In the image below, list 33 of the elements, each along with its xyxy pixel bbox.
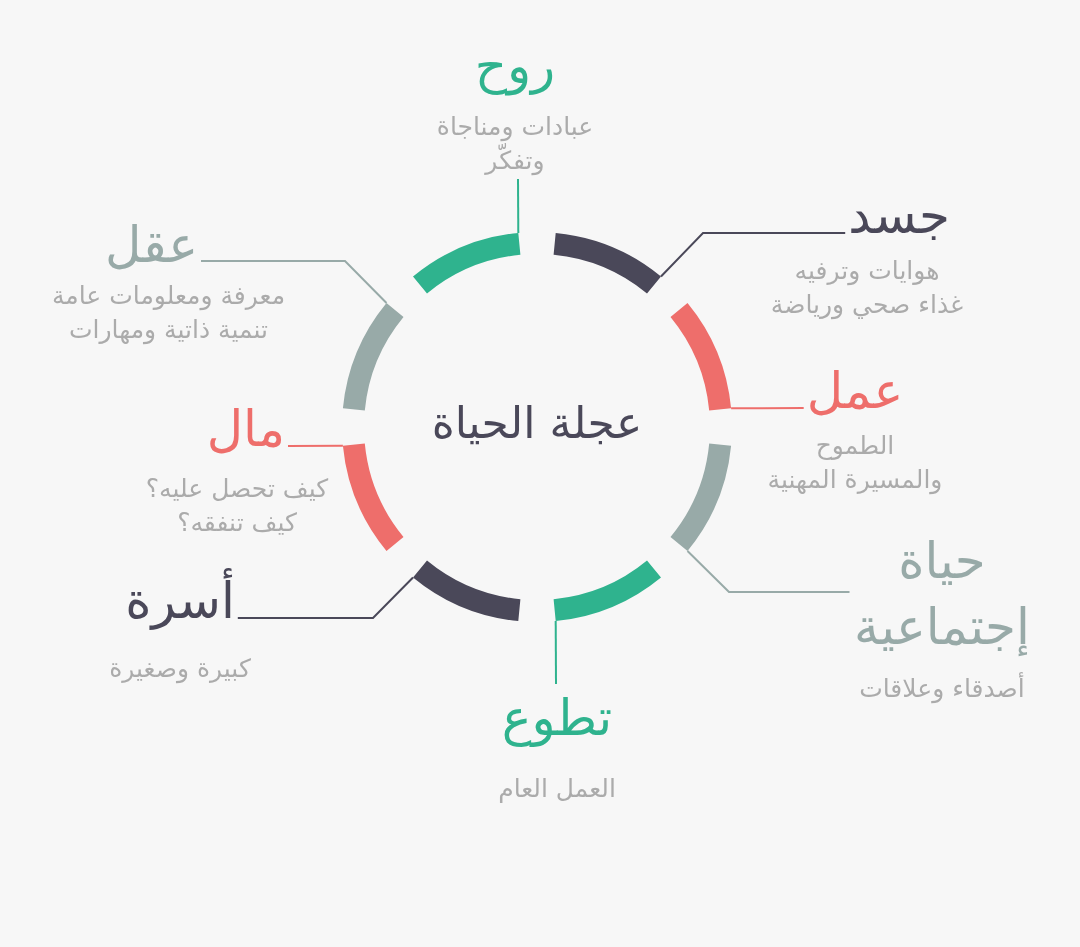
category-description: معرفة ومعلومات عامة تنمية ذاتية ومهارات [50,280,287,347]
ring-segment [670,303,732,411]
leader-line [686,550,851,593]
category-description: هوايات وترفيه غذاء صحي ورياضة [769,255,965,322]
category-heading: حياة إجتماعية [853,531,1031,658]
category-description: كيف تحصل عليه؟ كيف تنفقه؟ [144,473,330,539]
category-heading: جسد [848,186,950,247]
leader-line [236,576,414,619]
category-description: كبيرة وصغيرة [109,653,251,686]
category-heading: عقل [105,215,198,276]
leader-line [287,444,344,447]
category-description: أصدقاء وعلاقات [859,672,1025,706]
ring-segment [413,232,521,294]
diagram-title: عجلة الحياة [431,396,643,450]
ring-segment [413,560,521,622]
ring-segment [553,560,661,622]
ring-segment [342,443,404,551]
category-description: الطموح والمسيرة المهنية [766,430,944,497]
ring-segment [342,303,404,411]
leader-line [730,407,805,410]
category-description: عبادات ومناجاة وتفكّر [435,111,595,178]
leader-line [200,260,388,304]
category-description: العمل العام [498,773,616,805]
leader-line [660,232,847,278]
category-heading: مال [206,399,285,460]
leader-line [517,178,520,234]
category-heading: عمل [806,361,904,422]
ring-segment [670,443,732,551]
category-heading: تطوع [501,688,613,749]
category-heading: أسرة [125,568,235,634]
category-heading: روح [474,36,556,98]
ring-segment [553,232,661,294]
leader-line [554,620,557,685]
